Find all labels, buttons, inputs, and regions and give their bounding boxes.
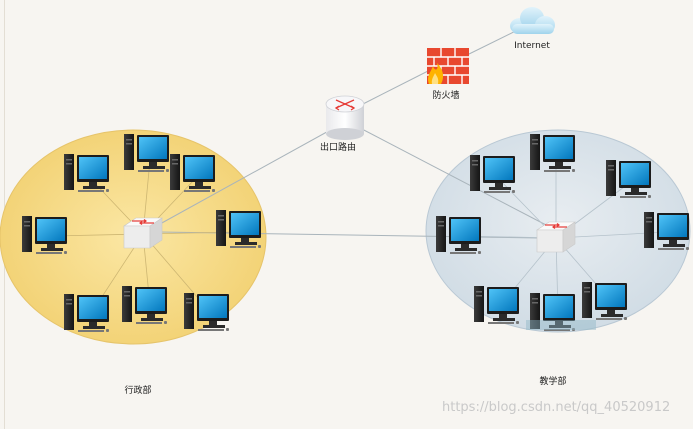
computer-icon <box>530 134 575 172</box>
admin-department-label: 行政部 <box>124 386 152 396</box>
computer-icon <box>184 293 229 331</box>
computer-icon <box>64 294 109 332</box>
internet-label: Internet <box>514 41 550 51</box>
computer-icon <box>582 282 627 320</box>
router-label: 出口路由 <box>319 143 357 153</box>
computer-icon <box>470 155 515 193</box>
computer-icon <box>124 134 169 172</box>
teaching-department-label: 教学部 <box>539 377 567 387</box>
teaching-switch-icon[interactable] <box>536 221 576 253</box>
teaching-computers <box>436 134 689 331</box>
link-router-admin-switch <box>159 127 335 225</box>
link-firewall-router <box>362 69 431 105</box>
link-router-teaching-switch <box>359 127 549 227</box>
computer-icon <box>216 210 261 248</box>
computer-icon <box>64 154 109 192</box>
computer-icon <box>436 216 481 254</box>
firewall-label: 防火墙 <box>432 91 460 101</box>
computer-icon <box>122 286 167 324</box>
shadow-band <box>526 320 596 330</box>
cloud-icon[interactable] <box>510 7 555 34</box>
admin-switch-icon[interactable] <box>123 217 163 249</box>
computer-icon <box>644 212 689 250</box>
computer-icon <box>22 216 67 254</box>
watermark-text: https://blog.csdn.net/qq_40520912 <box>442 400 671 415</box>
firewall-icon[interactable] <box>427 48 469 84</box>
computer-icon <box>170 154 215 192</box>
computer-icon <box>474 286 519 324</box>
computer-icon <box>606 160 651 198</box>
router-icon[interactable] <box>325 95 365 140</box>
